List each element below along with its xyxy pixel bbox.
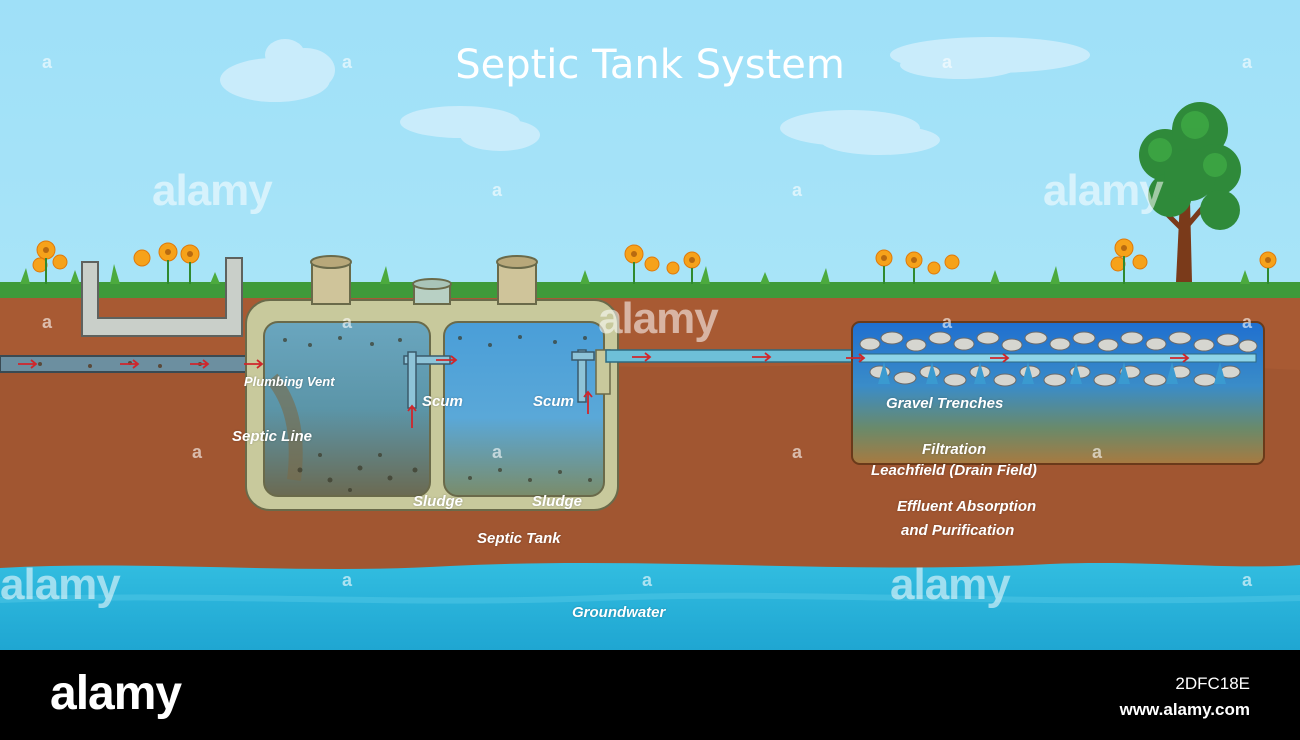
tank-compartment-left [263, 321, 431, 497]
watermark-mark: a [492, 442, 503, 462]
watermark-mark: a [1242, 312, 1253, 332]
sludge-particles [283, 335, 592, 492]
septic-tank [245, 255, 619, 511]
watermark-mark: a [1242, 52, 1253, 72]
label-filtration: Filtration [922, 441, 987, 458]
label-purification: and Purification [901, 522, 1015, 539]
watermark-brand: alamy [598, 294, 719, 343]
watermark-mark: a [342, 52, 353, 72]
footer-url[interactable]: www.alamy.com [1119, 700, 1250, 719]
label-leachfield: Leachfield (Drain Field) [871, 462, 1037, 479]
groundwater-body [0, 562, 1300, 650]
watermark-mark: a [192, 442, 203, 462]
flowers [32, 238, 1277, 284]
footer-logo: alamy [50, 667, 182, 720]
watermark-mark: a [642, 570, 653, 590]
label-gravel-trenches: Gravel Trenches [886, 395, 1004, 412]
watermark-mark: a [942, 312, 953, 332]
drip-outlets [878, 362, 1226, 384]
flow-arrows [18, 352, 1190, 428]
footer-image-id: 2DFC18E [1175, 674, 1250, 693]
watermark-brand: alamy [890, 560, 1011, 609]
label-plumbing-vent: Plumbing Vent [244, 374, 335, 389]
watermark-mark: a [792, 442, 803, 462]
watermark-mark: a [942, 52, 953, 72]
watermark-brand: alamy [0, 560, 121, 609]
watermark-mark: a [42, 52, 53, 72]
label-groundwater: Groundwater [572, 604, 666, 621]
groundwater-wave [0, 592, 1300, 604]
leachfield [851, 321, 1265, 465]
tank-compartment-right [443, 321, 605, 497]
distribution-pipe [859, 353, 1257, 363]
label-sludge-left: Sludge [413, 493, 464, 510]
grass-blades [20, 264, 1250, 284]
label-scum-left: Scum [422, 393, 463, 410]
watermark-mark: a [1242, 570, 1253, 590]
diagram-title: Septic Tank System [455, 42, 845, 88]
footer-bar: alamy 2DFC18E www.alamy.com [0, 650, 1300, 740]
clouds [220, 37, 1090, 155]
tree [1139, 102, 1241, 282]
diagram-canvas [0, 0, 1300, 650]
watermark-mark: a [342, 312, 353, 332]
label-septic-tank: Septic Tank [477, 530, 561, 547]
watermark-mark: a [42, 312, 53, 332]
watermark-brand: alamy [152, 166, 273, 215]
watermark-mark: a [492, 180, 503, 200]
watermark-mark: a [342, 570, 353, 590]
sky [0, 0, 1300, 290]
label-septic-line: Septic Line [232, 428, 313, 445]
plumbing-vent-pipe [81, 257, 243, 337]
watermark-mark: a [792, 180, 803, 200]
label-sludge-right: Sludge [532, 493, 583, 510]
label-scum-right: Scum [533, 393, 574, 410]
label-effluent-absorption: Effluent Absorption [897, 498, 1037, 515]
watermark-brand: alamy [1043, 166, 1164, 215]
watermark-mark: a [1092, 442, 1103, 462]
